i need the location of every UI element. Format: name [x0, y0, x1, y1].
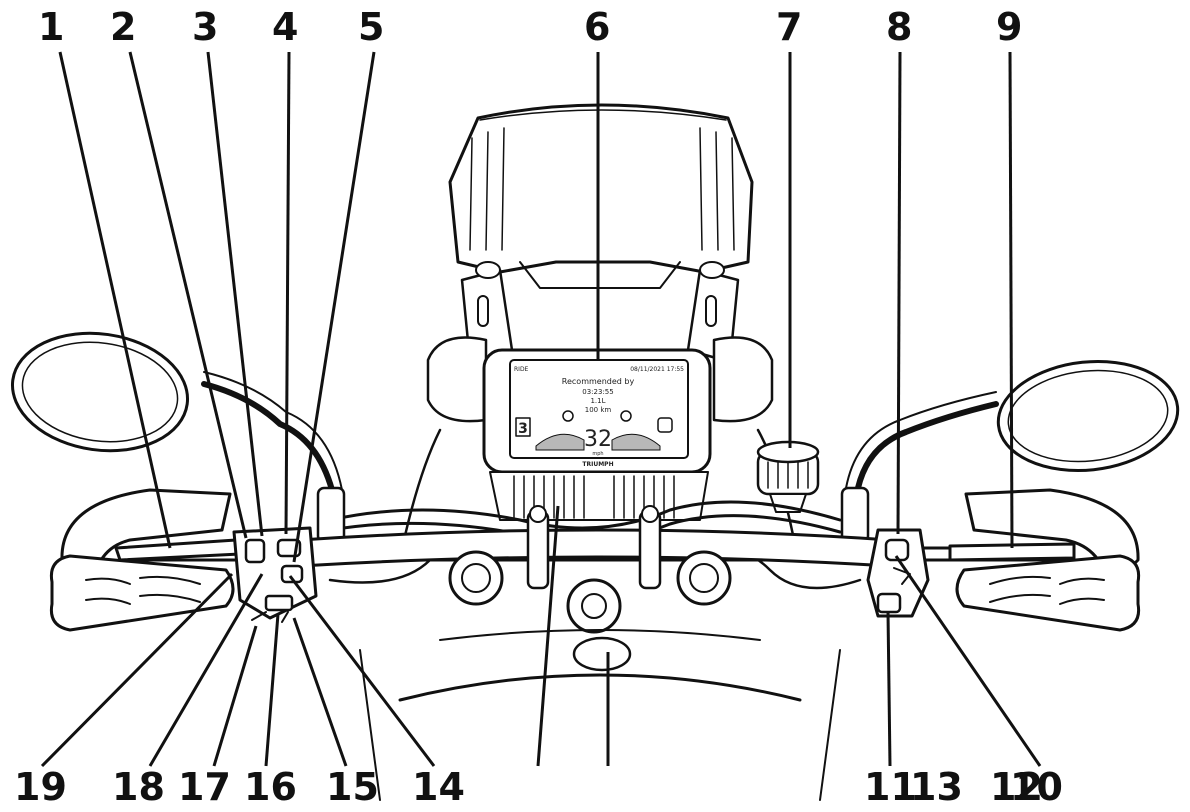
right-mirror [840, 359, 1180, 544]
brake-reservoir [756, 440, 820, 513]
callout-6: 6 [584, 5, 611, 49]
windscreen [448, 103, 754, 289]
display-gear: 3 [518, 421, 528, 437]
left-grip [49, 554, 235, 632]
display-speed-unit: mph [592, 451, 603, 457]
callout-7: 7 [776, 5, 803, 49]
headlamp-shells [426, 336, 774, 423]
callout-11: 11 [864, 765, 917, 809]
callout-17: 17 [178, 765, 231, 809]
handlebar-risers [526, 505, 662, 590]
tft-display: RIDE 08/11/2021 17:55 Recommended by 03:… [482, 348, 712, 474]
callout-3: 3 [192, 5, 219, 49]
display-top-right: 08/11/2021 17:55 [630, 366, 684, 373]
callout-18: 18 [112, 765, 165, 809]
display-line-2: 1.1L [590, 397, 605, 405]
callout-16: 16 [244, 765, 297, 809]
display-line-3: 100 km [585, 406, 612, 414]
callout-1: 1 [38, 5, 65, 49]
callout-14: 14 [412, 765, 465, 809]
display-top-left: RIDE [514, 366, 529, 373]
fork-tops [359, 550, 841, 801]
callout-19: 19 [14, 765, 67, 809]
display-heading: Recommended by [562, 377, 635, 386]
right-switch-cube [866, 528, 930, 618]
callout-5: 5 [358, 5, 385, 49]
callout-2: 2 [110, 5, 137, 49]
screen-bracket [460, 261, 740, 364]
callout-13: 13 [910, 765, 963, 809]
callout-15: 15 [326, 765, 379, 809]
left-switch-cube [232, 526, 318, 623]
front-brake-lever [948, 542, 1076, 562]
callout-12: 12 [990, 765, 1043, 809]
display-speed: 32 [584, 427, 612, 452]
leader-lines-bottom [40, 505, 1042, 768]
display-line-1: 03:23:55 [582, 388, 613, 396]
display-brand: TRIUMPH [582, 461, 613, 468]
callout-8: 8 [886, 5, 913, 49]
callout-4: 4 [272, 5, 299, 49]
callout-9: 9 [996, 5, 1023, 49]
callout-10: 10 [1010, 765, 1063, 809]
right-grip [955, 554, 1141, 632]
leader-lines-top [58, 51, 1014, 563]
